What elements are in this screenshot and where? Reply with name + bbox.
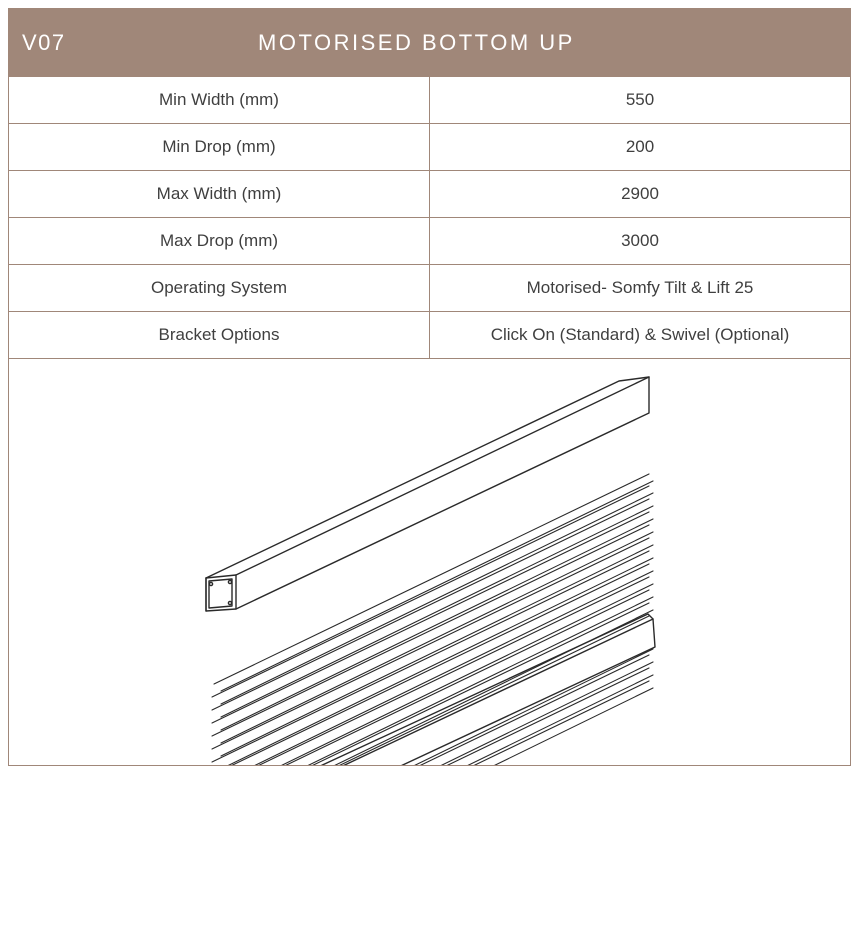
blind-illustration	[205, 376, 656, 765]
spec-row: Max Drop (mm) 3000	[8, 217, 851, 265]
spec-row: Min Drop (mm) 200	[8, 123, 851, 171]
spec-row: Bracket Options Click On (Standard) & Sw…	[8, 311, 851, 359]
spec-label: Min Width (mm)	[8, 76, 430, 124]
spec-value: 550	[429, 76, 851, 124]
spec-row: Max Width (mm) 2900	[8, 170, 851, 218]
spec-row: Min Width (mm) 550	[8, 76, 851, 124]
spec-label: Min Drop (mm)	[8, 123, 430, 171]
spec-value: 200	[429, 123, 851, 171]
spec-value: Click On (Standard) & Swivel (Optional)	[429, 311, 851, 359]
spec-label: Bracket Options	[8, 311, 430, 359]
spec-value: 3000	[429, 217, 851, 265]
spec-value: 2900	[429, 170, 851, 218]
product-code: V07	[22, 30, 66, 55]
spec-label: Operating System	[8, 264, 430, 312]
headrail	[205, 376, 650, 612]
spec-sheet: V07 MOTORISED BOTTOM UP Min Width (mm) 5…	[8, 8, 851, 766]
spec-label: Max Drop (mm)	[8, 217, 430, 265]
spec-header: V07 MOTORISED BOTTOM UP	[8, 8, 851, 76]
bottom-rail	[320, 613, 656, 765]
spec-value: Motorised- Somfy Tilt & Lift 25	[429, 264, 851, 312]
spec-table: Min Width (mm) 550 Min Drop (mm) 200 Max…	[8, 76, 851, 359]
product-illustration-panel	[8, 359, 851, 766]
spec-label: Max Width (mm)	[8, 170, 430, 218]
spec-row: Operating System Motorised- Somfy Tilt &…	[8, 264, 851, 312]
pleated-fabric	[211, 473, 654, 765]
product-title: MOTORISED BOTTOM UP	[258, 30, 575, 55]
